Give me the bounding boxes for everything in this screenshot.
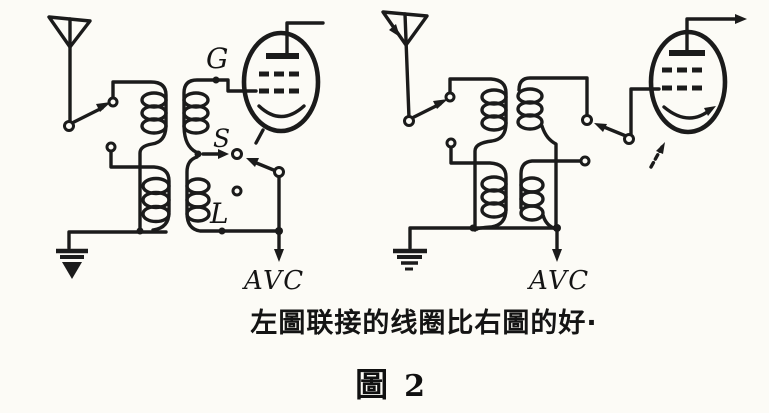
coil-loops — [480, 88, 508, 132]
tube-envelope — [241, 30, 321, 134]
coil-loops — [141, 176, 171, 224]
coil-loops — [480, 175, 508, 219]
coil-loop — [140, 117, 168, 135]
antenna-primary-coil-wire — [448, 77, 508, 232]
coil-loop — [185, 205, 211, 223]
coil-loops — [140, 91, 168, 135]
ground-triangle — [62, 262, 82, 279]
secondary-coil-entry — [519, 159, 583, 210]
coil-loop — [185, 191, 211, 209]
figure-number: 2 — [404, 369, 425, 404]
grid-junction-dot — [212, 76, 220, 84]
grid-contact — [581, 114, 593, 126]
coil-loop — [480, 201, 508, 219]
selector-pivot — [273, 166, 285, 178]
selector-arm — [602, 125, 628, 138]
coil-loop — [516, 113, 544, 131]
avc-arrowhead — [552, 249, 562, 262]
coil-terminal — [579, 155, 591, 167]
antenna-secondary-coil-wire — [109, 149, 171, 232]
junction-dot — [469, 224, 477, 232]
antenna-base-terminal — [63, 120, 75, 132]
selector-pivot — [623, 133, 635, 145]
coil-loops — [182, 91, 210, 135]
figure-caption: 左圖联接的线圈比右圖的好· — [250, 308, 598, 339]
cathode-lead-arrowhead — [656, 142, 665, 154]
switch-arrowhead — [433, 99, 448, 109]
vacuum-tube-icon — [648, 14, 747, 169]
avc-junction-dot — [275, 227, 283, 235]
grid-entry-wire — [629, 87, 661, 136]
tap-label: S — [213, 124, 230, 153]
coil-loop — [519, 176, 545, 194]
grid-coil-top-wire — [517, 76, 589, 117]
antenna-icon — [381, 10, 429, 120]
tap-arrowhead — [218, 149, 229, 159]
avc-junction-dot — [553, 224, 561, 232]
switch-contact — [107, 96, 119, 108]
coil-loop — [182, 117, 210, 135]
right-circuit: AVC — [381, 10, 747, 296]
coil-loop — [141, 204, 171, 224]
band-switch-icon — [72, 102, 111, 124]
coil-terminal — [445, 137, 457, 149]
tap-contact — [231, 148, 243, 160]
tube-top-lead — [685, 17, 739, 52]
selector-arrowhead — [246, 158, 259, 167]
grid-coil-wire — [182, 78, 258, 154]
tube-top-lead — [285, 21, 325, 55]
grid-label: G — [206, 42, 228, 75]
coil-loops — [519, 176, 545, 222]
tube-bottom-lead — [254, 128, 265, 145]
coil-loop — [185, 177, 211, 195]
antenna-arrowhead — [389, 24, 400, 37]
coil-loop — [519, 190, 545, 208]
spare-contact — [231, 185, 243, 197]
antenna-icon — [47, 15, 92, 123]
selector-arrowhead — [594, 123, 607, 132]
switch-contact — [444, 91, 456, 103]
switch-arm — [72, 106, 104, 124]
ground-wire — [67, 230, 168, 250]
earth-ground-icon — [56, 248, 88, 279]
avc-label: AVC — [527, 266, 590, 296]
junction-dot — [218, 227, 226, 235]
coil-loops — [185, 177, 211, 223]
vacuum-tube-icon — [241, 21, 325, 145]
avc-label: AVC — [242, 266, 305, 296]
figure-label-character: 圖 — [355, 365, 389, 404]
junction-dot — [136, 227, 144, 235]
coil-loop — [480, 114, 508, 132]
selector-arm — [252, 160, 278, 173]
tube-cathode-arc — [257, 104, 306, 119]
grid-coil-exit-wire — [540, 124, 558, 230]
antenna-mast — [403, 12, 411, 120]
coil-loops — [516, 87, 544, 131]
switch-arrowhead — [96, 102, 111, 112]
earth-ground-icon — [393, 248, 427, 271]
avc-arrowhead — [274, 249, 284, 262]
coil-terminal — [105, 141, 117, 153]
band-switch-icon — [412, 99, 448, 119]
top-lead-arrowhead — [735, 14, 747, 24]
tube-cathode-arc — [662, 105, 713, 120]
coil-label: L — [209, 197, 229, 230]
coil-loop — [519, 204, 545, 222]
cathode-arc-arrowhead — [704, 106, 716, 116]
antenna-primary-coil-wire — [111, 80, 168, 232]
antenna-base-terminal — [403, 115, 415, 127]
ground-wire — [408, 226, 559, 250]
left-circuit: G S L AVC — [47, 15, 325, 296]
